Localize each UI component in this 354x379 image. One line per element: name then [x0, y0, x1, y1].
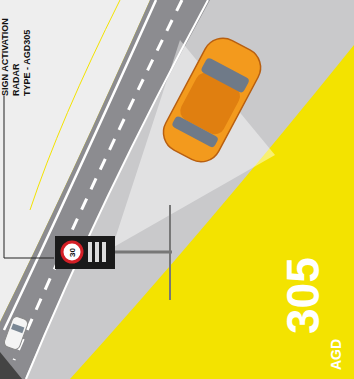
model-number-group: 305 [280, 250, 326, 334]
gantry-arm [114, 251, 172, 254]
speed-limit: 30 [68, 248, 77, 257]
small-car [3, 315, 29, 351]
car [156, 31, 267, 169]
edge-line [4, 0, 156, 330]
car-body [156, 31, 267, 169]
car-outline [156, 31, 267, 169]
speed-roundel [62, 242, 82, 262]
leader-line [4, 96, 54, 258]
sign-panel [55, 236, 115, 269]
callout-text-group: SIGN ACTIVATION RADARTYPE - AGD305 [0, 4, 33, 96]
model-prefix: AGD [328, 334, 344, 370]
speed-limit-group: 30 [68, 248, 77, 257]
callout-text: TYPE - AGD305 [22, 4, 33, 96]
small-car-body [3, 315, 29, 351]
car-windscreen [200, 57, 250, 94]
car-rear-window [171, 115, 219, 148]
small-car-window [11, 323, 24, 333]
sign-led-text [102, 242, 106, 262]
corner [0, 352, 22, 379]
model-number: 305 [280, 250, 326, 334]
yellow-arc [30, 0, 120, 210]
sign-led-text [95, 242, 99, 262]
sign-led-text [88, 242, 92, 262]
model-prefix-group: AGD [328, 334, 344, 370]
gantry-post [169, 205, 171, 300]
callout-text: SIGN ACTIVATION RADAR [0, 4, 22, 96]
